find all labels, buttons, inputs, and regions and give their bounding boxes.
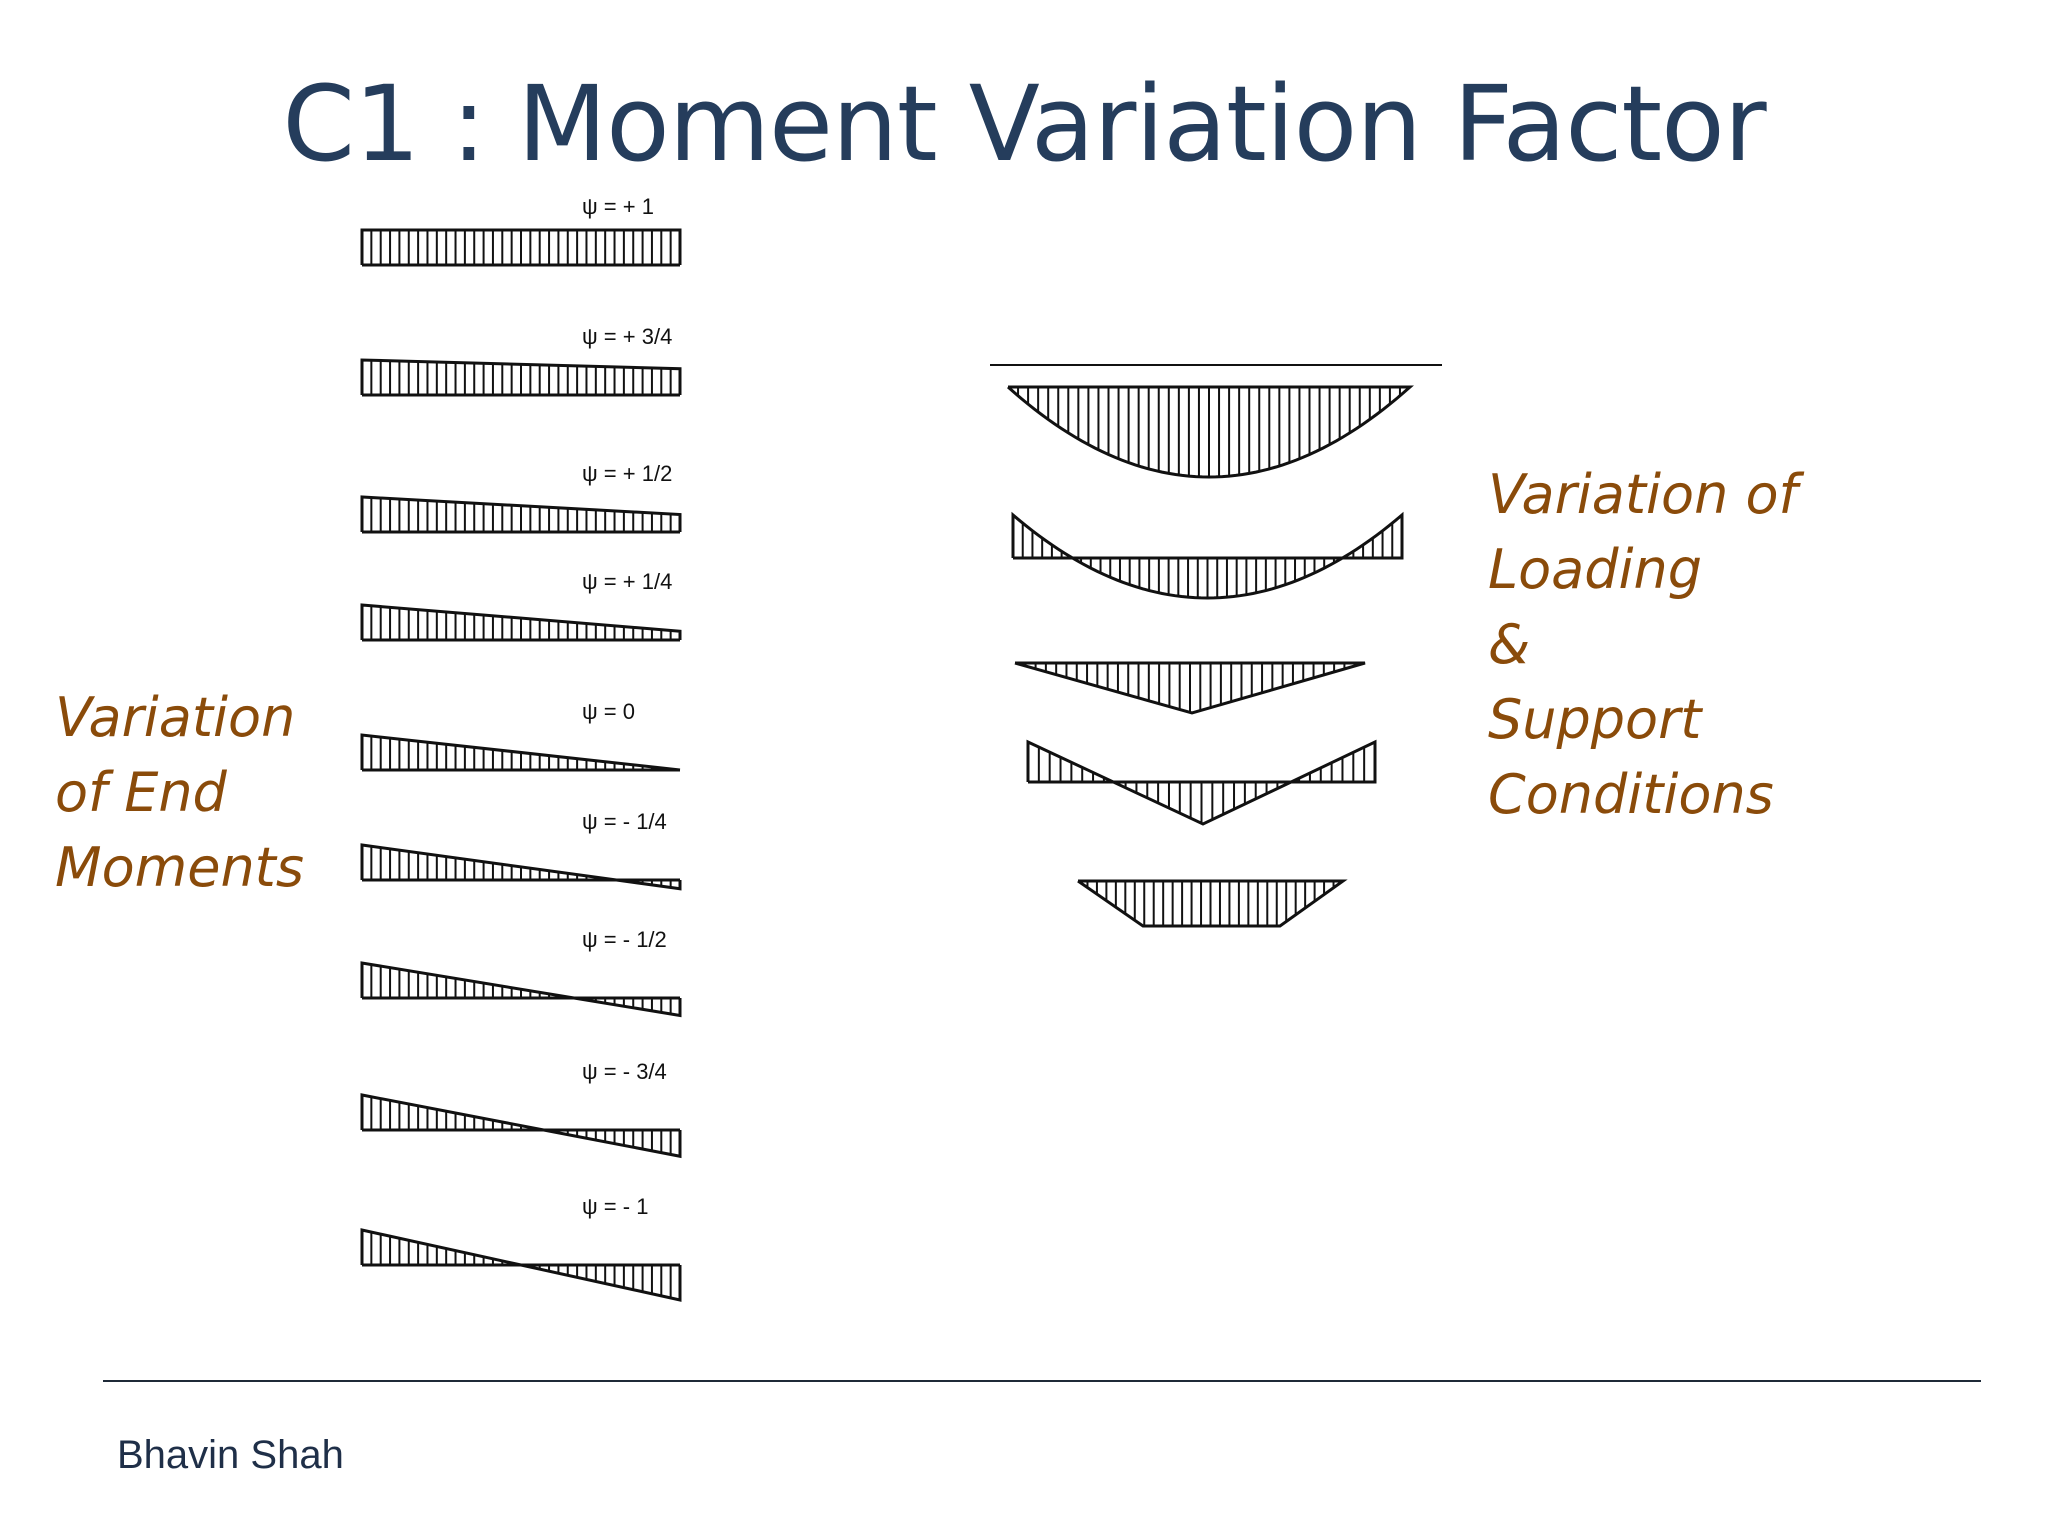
psi-label: ψ = - 1 — [582, 1194, 648, 1219]
left-label-line: Variation — [55, 686, 296, 749]
end-moment-diagram: ψ = - 3/4 — [360, 1059, 682, 1159]
end-moment-diagram: ψ = - 1 — [360, 1194, 682, 1302]
right-label-line: Conditions — [1488, 763, 1774, 826]
loading-outline — [1077, 879, 1348, 928]
loading-outline — [1007, 385, 1414, 479]
end-moment-diagram: ψ = + 3/4 — [360, 324, 682, 397]
loading-diagram-trapezoid — [1077, 879, 1348, 928]
right-label-line: Variation of — [1488, 463, 1798, 526]
end-moment-diagram: ψ = + 1 — [360, 194, 682, 267]
left-label-line: Moments — [55, 836, 304, 899]
variation-of-end-moments-label: Variation of End Moments — [55, 680, 304, 905]
loading-diagram-parabola — [1007, 385, 1414, 479]
end-moment-diagrams: ψ = + 1 ψ = + 3/4 ψ = + 1/2 ψ = + 1/4 ψ = 0 ψ… — [360, 194, 682, 1302]
psi-label: ψ = + 1 — [582, 194, 654, 219]
left-label-line: of End — [55, 761, 227, 824]
moment-outline — [360, 603, 682, 640]
slide-title: C1 : Moment Variation Factor — [282, 63, 1766, 185]
loading-diagram-triangle-with-end-moments — [1026, 739, 1377, 826]
psi-label: ψ = + 1/4 — [582, 569, 672, 594]
end-moment-diagram: ψ = + 1/4 — [360, 569, 682, 642]
psi-label: ψ = - 1/4 — [582, 809, 667, 834]
loading-outline — [1011, 511, 1404, 600]
loading-diagrams — [990, 364, 1442, 928]
moment-outline — [360, 495, 682, 532]
loading-diagram-parabola-with-end-moments — [1011, 511, 1404, 600]
end-moment-diagram: ψ = + 1/2 — [360, 461, 682, 534]
loading-outline — [1014, 661, 1366, 715]
right-label-line: Loading — [1488, 538, 1702, 601]
moment-outline — [360, 228, 682, 265]
loading-outline — [1026, 739, 1377, 826]
footer-divider — [103, 1380, 1981, 1382]
psi-label: ψ = 0 — [582, 699, 635, 724]
loading-diagram-triangle — [1014, 661, 1366, 715]
moment-outline — [360, 358, 682, 395]
psi-label: ψ = - 1/2 — [582, 927, 667, 952]
author-name: Bhavin Shah — [117, 1433, 344, 1477]
moment-outline — [360, 733, 681, 772]
right-label-line: & — [1488, 613, 1531, 676]
end-moment-diagram: ψ = - 1/2 — [360, 927, 682, 1018]
variation-of-loading-label: Variation of Loading & Support Condition… — [1488, 457, 1798, 832]
psi-label: ψ = - 3/4 — [582, 1059, 667, 1084]
end-moment-diagram: ψ = 0 — [360, 699, 681, 772]
end-moment-diagram: ψ = - 1/4 — [360, 809, 682, 891]
right-label-line: Support — [1488, 688, 1702, 751]
psi-label: ψ = + 1/2 — [582, 461, 672, 486]
psi-label: ψ = + 3/4 — [582, 324, 672, 349]
